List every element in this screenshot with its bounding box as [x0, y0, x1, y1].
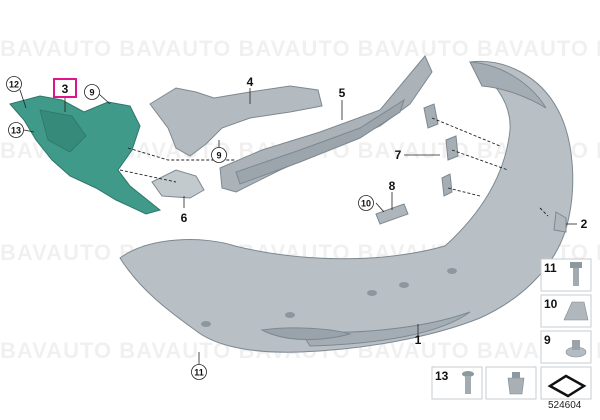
- bumper-carrier-bracket[interactable]: [149, 85, 323, 157]
- diagram-reference-number: 524604: [548, 400, 582, 411]
- callout-circle: [211, 147, 227, 163]
- reflector-part-8[interactable]: [375, 203, 409, 225]
- sensor-hole: [399, 282, 409, 288]
- bumper-support[interactable]: [219, 55, 433, 193]
- bracket-clip-7a[interactable]: [423, 103, 439, 129]
- callout-6[interactable]: 6: [181, 211, 188, 225]
- plug-nut-head: [512, 372, 520, 378]
- screw-icon: [462, 371, 474, 377]
- direction-arrow-icon: [547, 374, 587, 398]
- selected-part-box: [53, 78, 77, 98]
- legend-label-10: 10: [544, 297, 558, 311]
- bracket-inner-face: [39, 109, 87, 153]
- leader-line: [23, 129, 35, 133]
- sensor-hole: [367, 290, 377, 296]
- assembly-line: [451, 149, 509, 171]
- callout-circle: [84, 84, 100, 100]
- callout-9-mid[interactable]: 9: [216, 151, 221, 161]
- sensor-hole: [285, 312, 295, 318]
- assembly-line: [119, 169, 177, 183]
- clip-nut-icon: [563, 301, 589, 321]
- bumper-top-edge: [469, 61, 547, 109]
- leader-line: [19, 89, 27, 109]
- assembly-line: [539, 207, 549, 217]
- rivet-head: [572, 340, 580, 350]
- bumper-trim-panel[interactable]: [119, 60, 574, 353]
- bumper-lower-lip: [299, 311, 471, 347]
- callout-10[interactable]: 10: [361, 199, 371, 209]
- callout-circle: [8, 122, 24, 138]
- bracket-clip-7b[interactable]: [445, 135, 459, 161]
- clip-part-2[interactable]: [553, 211, 567, 233]
- assembly-line: [447, 187, 481, 197]
- callout-circle: [358, 195, 374, 211]
- callout-7[interactable]: 7: [395, 148, 402, 162]
- callout-5[interactable]: 5: [339, 86, 346, 100]
- callout-11[interactable]: 11: [194, 368, 204, 378]
- plug-nut-icon: [507, 377, 525, 395]
- leader-line: [98, 93, 111, 105]
- callout-1[interactable]: 1: [415, 333, 422, 347]
- leader-line: [375, 202, 385, 213]
- screw-icon: [570, 262, 582, 268]
- callout-3[interactable]: 3: [62, 82, 69, 96]
- callout-circle: [191, 364, 207, 380]
- screw-shank: [573, 268, 579, 286]
- callout-13[interactable]: 13: [11, 126, 21, 136]
- callout-2[interactable]: 2: [581, 217, 588, 231]
- support-ridge: [235, 98, 405, 185]
- legend-cell-9[interactable]: [540, 330, 592, 364]
- reflector-part-6[interactable]: [151, 169, 205, 199]
- legend-cell-11[interactable]: [540, 258, 592, 292]
- sensor-hole: [447, 268, 457, 274]
- sensor-hole: [201, 321, 211, 327]
- fastener-legend: 11 10 9 13: [431, 258, 592, 400]
- callout-9-top[interactable]: 9: [89, 88, 94, 98]
- legend-label-11: 11: [544, 261, 557, 275]
- legend-label-13: 13: [435, 369, 449, 383]
- callout-12[interactable]: 12: [9, 80, 19, 90]
- callout-4[interactable]: 4: [247, 75, 254, 89]
- callout-8[interactable]: 8: [389, 179, 396, 193]
- callout-circle: [6, 76, 22, 92]
- screw-shank: [465, 376, 471, 394]
- legend-label-9: 9: [544, 333, 551, 347]
- legend-cell-13[interactable]: [431, 366, 483, 400]
- assembly-line: [431, 117, 501, 147]
- bumper-vent: [260, 327, 352, 341]
- side-bracket-highlighted[interactable]: [9, 95, 162, 215]
- bracket-clip-7c[interactable]: [441, 173, 453, 197]
